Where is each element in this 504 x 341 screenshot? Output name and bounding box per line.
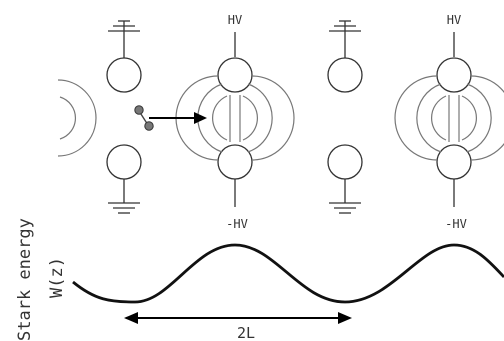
- electrode-bottom: [327, 144, 363, 180]
- motion-arrow: [149, 112, 207, 124]
- axis-label-stark-energy: Stark energy: [15, 218, 35, 341]
- hv-negative-label-2: -HV: [445, 217, 467, 231]
- axis-label-wz: W(z): [47, 257, 67, 298]
- grounded-electrode-pair-1: [106, 20, 142, 214]
- hv-positive-label-1: HV: [228, 13, 242, 27]
- grounded-electrode-pair-2: [327, 20, 363, 214]
- hv-electrode-pair-1: [217, 32, 253, 207]
- electrode-bottom: [106, 144, 142, 180]
- period-double-arrow: [124, 312, 352, 324]
- ground-symbol-icon: [329, 202, 361, 214]
- hv-positive-label-2: HV: [447, 13, 461, 27]
- electrode-bottom: [436, 144, 472, 180]
- electrode-bottom: [217, 144, 253, 180]
- stark-energy-curve: [72, 243, 504, 304]
- electrode-top: [106, 57, 142, 93]
- ground-symbol-icon: [329, 20, 361, 32]
- molecule-icon: [134, 105, 154, 131]
- hv-negative-label-1: -HV: [226, 217, 248, 231]
- electrode-top: [217, 57, 253, 93]
- hv-electrode-pair-2: [436, 32, 472, 207]
- ground-symbol-icon: [108, 20, 140, 32]
- ground-symbol-icon: [108, 202, 140, 214]
- period-label: 2L: [237, 324, 255, 341]
- field-lines-left-edge: [57, 79, 97, 157]
- electrode-top: [327, 57, 363, 93]
- electrode-top: [436, 57, 472, 93]
- field-lines-2: [394, 75, 504, 161]
